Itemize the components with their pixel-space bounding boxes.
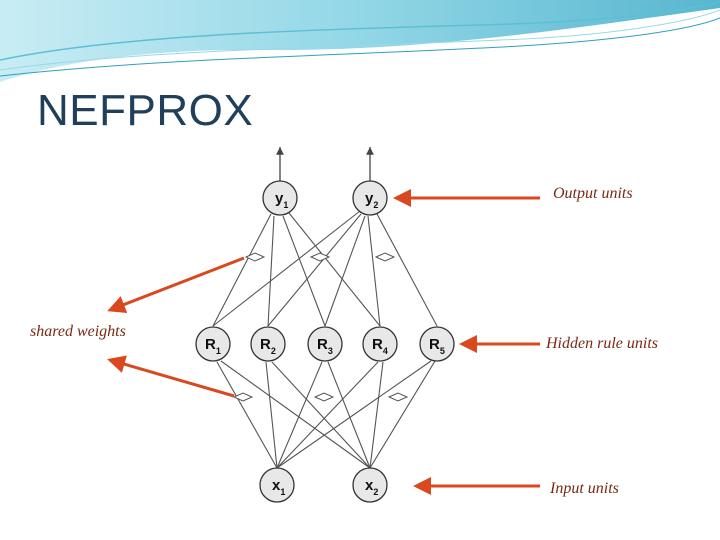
input-units-label: Input units: [550, 480, 619, 498]
node-R3: R3: [308, 327, 342, 361]
output-units-label: Output units: [553, 185, 633, 203]
node-R4: R4: [363, 327, 397, 361]
node-R5: R5: [420, 327, 454, 361]
shared-weights-label: shared weights: [30, 323, 126, 341]
node-R2: R2: [251, 327, 285, 361]
node-y2: y2: [353, 181, 387, 215]
diagram-background: [188, 138, 474, 508]
node-x1: x1: [260, 468, 294, 502]
node-x2: x2: [353, 468, 387, 502]
node-y1: y1: [263, 181, 297, 215]
node-R1: R1: [196, 327, 230, 361]
hidden-rule-units-label: Hidden rule units: [546, 335, 658, 353]
